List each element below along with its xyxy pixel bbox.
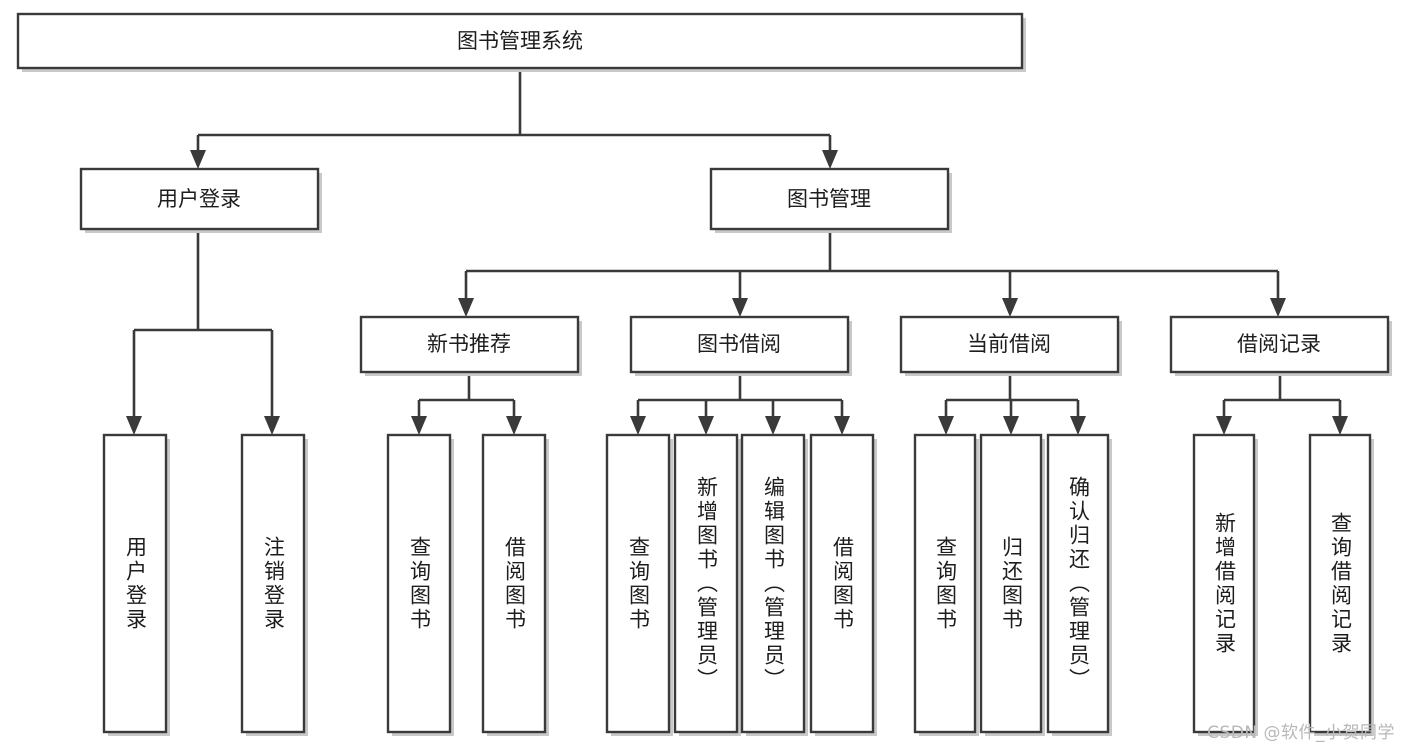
arrow-to-current-borrow [1002, 298, 1018, 317]
node-current-borrow-box[interactable] [899, 315, 1120, 374]
leaf-borrow-book-2-box[interactable] [809, 433, 875, 734]
node-book-borrow-box[interactable] [629, 315, 850, 374]
node-borrow-record-label: 借阅记录 [1237, 332, 1321, 356]
leaf-edit-book-box[interactable] [740, 433, 806, 734]
arrow-leaf-query-book-1 [411, 416, 427, 435]
arrow-to-new-book-rec [458, 298, 474, 317]
watermark-text: CSDN @软件_小贺同学 [1207, 723, 1395, 743]
leaf-borrow-book-1-box[interactable] [481, 433, 547, 734]
arrow-leaf-query-record [1332, 416, 1348, 435]
leaf-confirm-return-box[interactable] [1046, 433, 1110, 734]
arrow-leaf-confirm-return [1070, 416, 1086, 435]
leaf-return-book-box[interactable] [979, 433, 1043, 734]
arrow-to-book-manage [822, 150, 838, 169]
arrow-leaf-add-book [698, 416, 714, 435]
leaf-query-book-1-box[interactable] [386, 433, 452, 734]
leaf-user-login-box[interactable] [102, 433, 168, 734]
node-book-manage-box[interactable] [709, 167, 950, 231]
node-root-box[interactable] [16, 12, 1024, 70]
node-borrow-record-box[interactable] [1169, 315, 1390, 374]
leaf-query-book-3-box[interactable] [913, 433, 977, 734]
leaf-query-record-box[interactable] [1308, 433, 1372, 734]
node-new-book-rec-box[interactable] [359, 315, 580, 374]
arrow-to-book-borrow [732, 298, 748, 317]
connector-layer [126, 68, 1348, 435]
arrow-to-user-login [190, 150, 206, 169]
node-layer: 图书管理系统 用户登录 图书管理 新书推荐 图书借阅 当前借阅 借阅记录 [16, 12, 1392, 736]
arrow-leaf-add-record [1216, 416, 1232, 435]
node-current-borrow-label: 当前借阅 [967, 332, 1051, 356]
arrow-leaf-query-book-3 [938, 416, 954, 435]
leaf-query-book-2-box[interactable] [605, 433, 671, 734]
leaf-add-book-box[interactable] [673, 433, 739, 734]
arrow-leaf-return-book [1003, 416, 1019, 435]
arrow-leaf-user-login [126, 416, 142, 435]
node-book-manage-label: 图书管理 [787, 187, 871, 211]
arrow-leaf-user-logout [264, 416, 280, 435]
arrow-leaf-borrow-book-1 [506, 416, 522, 435]
leaf-add-record-box[interactable] [1192, 433, 1256, 734]
arrow-leaf-edit-book [765, 416, 781, 435]
node-root-label: 图书管理系统 [457, 29, 583, 53]
leaf-user-logout-box[interactable] [240, 433, 306, 734]
node-user-login-label: 用户登录 [157, 187, 241, 211]
arrow-leaf-borrow-book-2 [834, 416, 850, 435]
node-new-book-rec-label: 新书推荐 [427, 332, 511, 356]
arrow-to-borrow-record [1270, 298, 1286, 317]
node-user-login-box[interactable] [79, 167, 320, 231]
node-book-borrow-label: 图书借阅 [697, 332, 781, 356]
arrow-leaf-query-book-2 [630, 416, 646, 435]
